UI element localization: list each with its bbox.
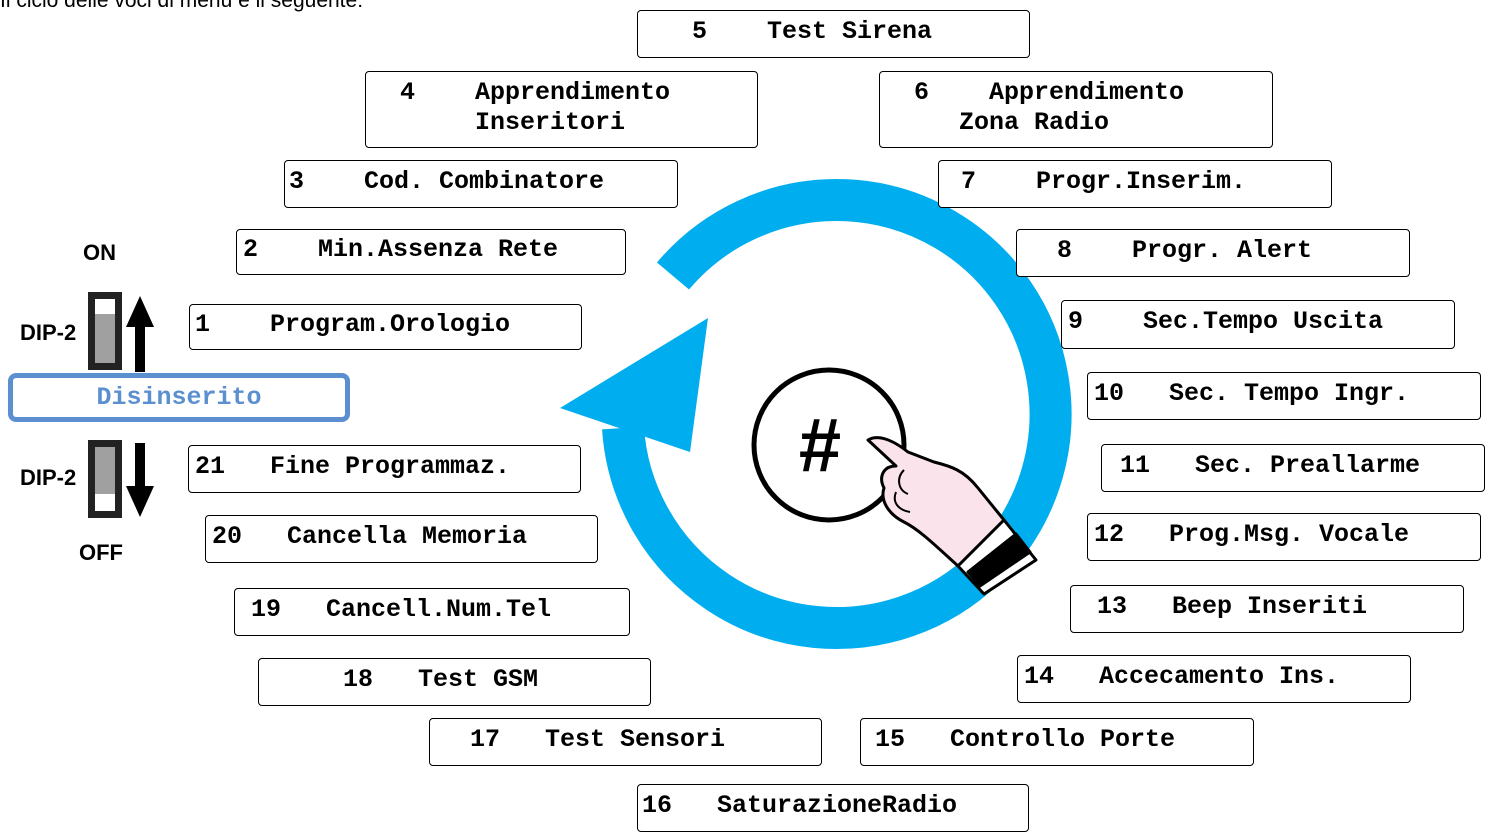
menu-item-17: 17 Test Sensori <box>429 718 822 766</box>
menu-item-8: 8 Progr. Alert <box>1016 229 1410 277</box>
menu-item-11: 11 Sec. Preallarme <box>1101 444 1485 492</box>
menu-item-21: 21 Fine Programmaz. <box>188 445 581 493</box>
menu-item-12: 12 Prog.Msg. Vocale <box>1087 513 1481 561</box>
cycle-arrow <box>602 179 1072 649</box>
menu-item-9: 9 Sec.Tempo Uscita <box>1061 300 1455 349</box>
menu-item-4: 4 Apprendimento Inseritori <box>365 71 758 148</box>
menu-item-16: 16 SaturazioneRadio <box>637 784 1029 832</box>
menu-item-1: 1 Program.Orologio <box>189 304 582 350</box>
pointing-hand-icon <box>866 436 1038 596</box>
menu-item-5: 5 Test Sirena <box>637 10 1030 58</box>
menu-item-2: 2 Min.Assenza Rete <box>236 229 626 275</box>
menu-item-15: 15 Controllo Porte <box>860 718 1254 766</box>
dip-switch-off-icon <box>88 440 154 518</box>
intro-text: Il ciclo delle voci di menu è il seguent… <box>0 0 364 12</box>
dip-switch-label-lower: DIP-2 <box>20 465 77 490</box>
dip-on-label: ON <box>83 240 116 265</box>
menu-item-19: 19 Cancell.Num.Tel <box>234 588 630 636</box>
dip-switch-on-icon <box>88 292 154 372</box>
dip-switch-label-upper: DIP-2 <box>20 320 77 345</box>
hash-key-circle <box>751 367 907 523</box>
menu-item-14: 14 Accecamento Ins. <box>1017 655 1411 703</box>
hash-key-symbol: # <box>799 403 841 488</box>
menu-item-18: 18 Test GSM <box>258 658 651 706</box>
cycle-arrow-head <box>560 318 708 452</box>
menu-item-3: 3 Cod. Combinatore <box>284 160 678 208</box>
menu-item-10: 10 Sec. Tempo Ingr. <box>1087 372 1481 420</box>
current-state-box: Disinserito <box>8 373 350 422</box>
menu-item-20: 20 Cancella Memoria <box>205 515 598 563</box>
dip-off-label: OFF <box>79 540 123 565</box>
menu-item-13: 13 Beep Inseriti <box>1070 585 1464 633</box>
menu-item-7: 7 Progr.Inserim. <box>938 160 1332 208</box>
menu-item-6: 6 Apprendimento Zona Radio <box>879 71 1273 148</box>
